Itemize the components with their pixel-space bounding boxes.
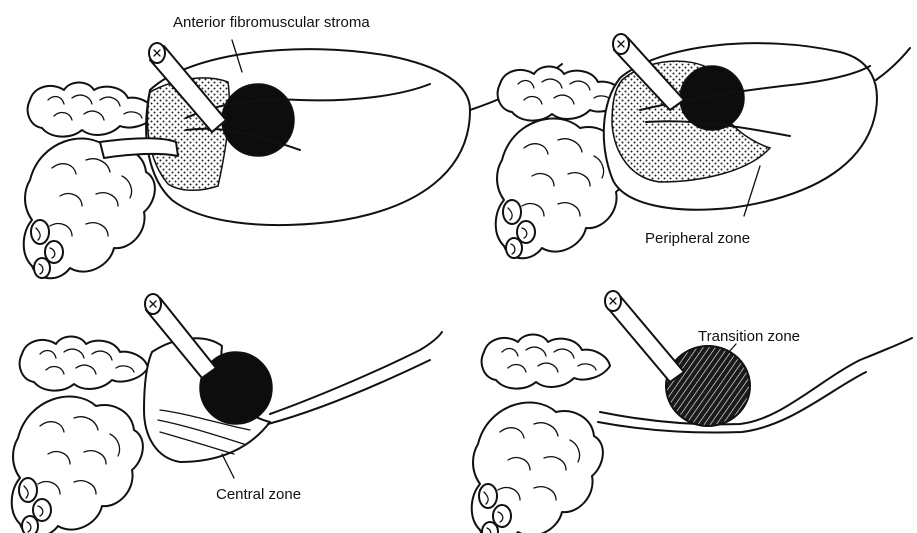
panel-anterior-stroma <box>24 40 562 278</box>
label-anterior-stroma: Anterior fibromuscular stroma <box>173 15 370 30</box>
transition-region <box>666 346 750 426</box>
central-leader-line <box>222 454 234 478</box>
seminal-mass-2 <box>680 66 744 130</box>
label-peripheral-zone: Peripheral zone <box>645 231 750 246</box>
label-transition-zone: Transition zone <box>698 329 800 344</box>
label-central-zone: Central zone <box>216 487 301 502</box>
panel-peripheral-zone <box>496 34 910 258</box>
panel-transition-zone <box>472 291 912 533</box>
